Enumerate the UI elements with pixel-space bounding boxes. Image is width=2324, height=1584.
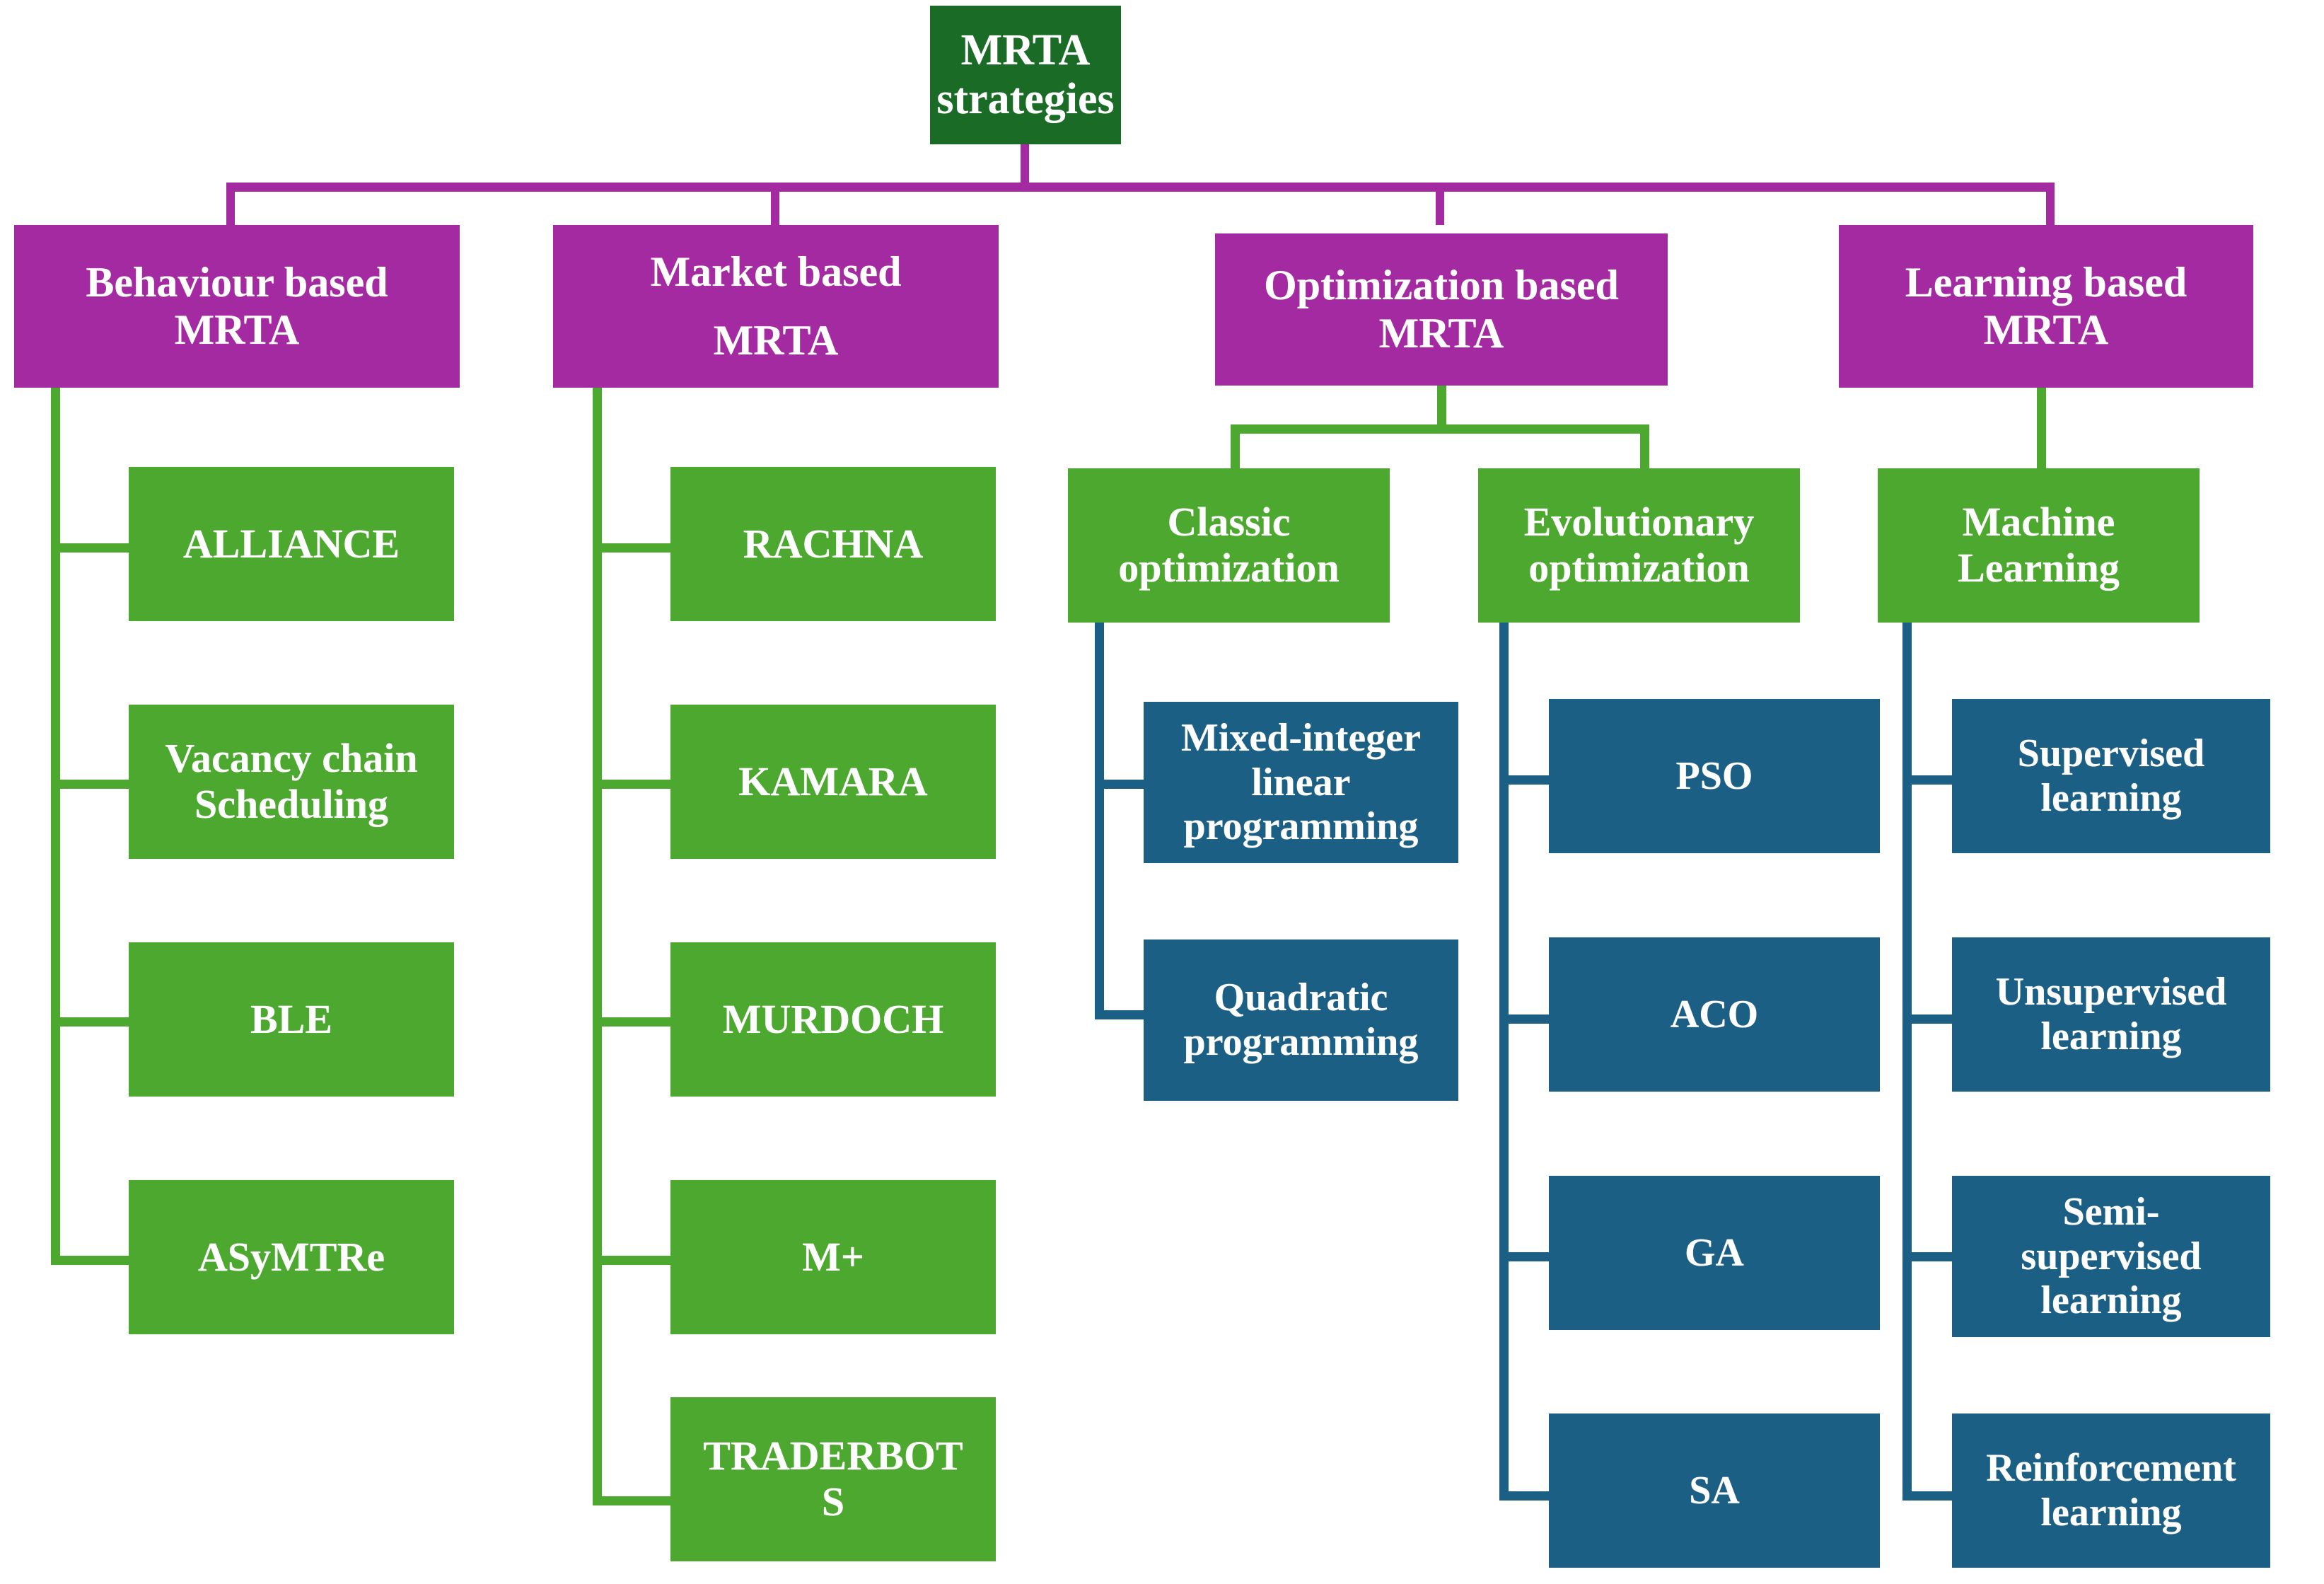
leaf-ble-label: BLE: [250, 995, 333, 1042]
connector-stub-market-4: [593, 1256, 670, 1265]
node-mid-machine-learning[interactable]: Machine Learning: [1878, 468, 2200, 623]
node-leaf-ga[interactable]: GA: [1549, 1176, 1880, 1330]
connector-stub-behaviour-4: [51, 1256, 129, 1265]
unsupervised-line2: learning: [2040, 1014, 2182, 1058]
leaf-kamara-label: KAMARA: [738, 758, 928, 804]
leaf-traderbots-line1: TRADERBOT: [703, 1433, 963, 1479]
classic-optimization-line2: optimization: [1118, 545, 1340, 591]
node-mid-evolutionary-optimization[interactable]: Evolutionary optimization: [1478, 468, 1800, 623]
connector-stub-market-5: [593, 1496, 670, 1505]
category-behaviour-line1: Behaviour based: [86, 258, 388, 306]
node-leaf-aco[interactable]: ACO: [1549, 937, 1880, 1092]
leaf-murdoch-label: MURDOCH: [722, 995, 944, 1042]
connector-drop-market: [771, 183, 779, 225]
node-leaf-m-plus[interactable]: M+: [670, 1180, 996, 1334]
leaf-sa-label: SA: [1689, 1468, 1740, 1513]
connector-stub-market-2: [593, 780, 670, 789]
quadratic-line1: Quadratic: [1214, 976, 1388, 1020]
leaf-ga-label: GA: [1685, 1230, 1744, 1275]
node-mid-classic-optimization[interactable]: Classic optimization: [1068, 468, 1390, 623]
category-learning-line2: MRTA: [1983, 306, 2109, 353]
connector-spine-classic: [1095, 623, 1104, 1019]
node-leaf-pso[interactable]: PSO: [1549, 699, 1880, 853]
evolutionary-optimization-line1: Evolutionary: [1523, 499, 1755, 545]
connector-bracket-optimization: [1231, 424, 1649, 434]
supervised-line1: Supervised: [2017, 732, 2205, 776]
connector-spine-behaviour: [51, 388, 60, 1265]
machine-learning-line2: Learning: [1958, 545, 2120, 591]
connector-stub-behaviour-3: [51, 1017, 129, 1027]
node-leaf-asymtre[interactable]: ASyMTRe: [129, 1180, 454, 1334]
connector-drop-learning: [2046, 183, 2055, 225]
node-leaf-mixed-integer-linear-programming[interactable]: Mixed-integer linear programming: [1144, 702, 1458, 863]
node-root-mrta-strategies[interactable]: MRTA strategies: [930, 6, 1121, 144]
quadratic-line2: programming: [1183, 1020, 1419, 1064]
leaf-vacancy-line2: Scheduling: [194, 781, 388, 827]
connector-spine-evolutionary: [1499, 623, 1509, 1500]
node-category-market-based-mrta[interactable]: Market based MRTA: [553, 225, 999, 388]
leaf-pso-label: PSO: [1675, 753, 1753, 798]
node-leaf-traderbots[interactable]: TRADERBOT S: [670, 1397, 996, 1561]
connector-spine-market: [593, 388, 602, 1505]
connector-drop-machine-learning: [2037, 388, 2046, 468]
reinforcement-line1: Reinforcement: [1986, 1446, 2236, 1491]
evolutionary-optimization-line2: optimization: [1528, 545, 1750, 591]
leaf-traderbots-line2: S: [821, 1479, 845, 1525]
category-optimization-line2: MRTA: [1378, 309, 1504, 357]
node-category-optimization-based-mrta[interactable]: Optimization based MRTA: [1215, 233, 1668, 386]
connector-category-bus: [226, 183, 2055, 192]
connector-drop-optimization-to-bracket: [1437, 386, 1446, 431]
connector-drop-evolutionary: [1640, 424, 1649, 468]
node-leaf-sa[interactable]: SA: [1549, 1414, 1880, 1568]
node-leaf-semi-supervised-learning[interactable]: Semi- supervised learning: [1952, 1176, 2270, 1337]
leaf-aco-label: ACO: [1670, 992, 1759, 1036]
category-behaviour-line2: MRTA: [174, 306, 300, 353]
mixed-integer-line2: linear: [1251, 760, 1351, 804]
category-optimization-line1: Optimization based: [1264, 262, 1619, 309]
reinforcement-line2: learning: [2040, 1491, 2182, 1534]
leaf-rachna-label: RACHNA: [743, 520, 924, 567]
category-learning-line1: Learning based: [1905, 258, 2188, 306]
node-leaf-quadratic-programming[interactable]: Quadratic programming: [1144, 940, 1458, 1101]
connector-drop-optimization: [1436, 183, 1444, 225]
supervised-line2: learning: [2040, 776, 2182, 820]
node-leaf-unsupervised-learning[interactable]: Unsupervised learning: [1952, 937, 2270, 1092]
connector-stub-behaviour-1: [51, 543, 129, 553]
semi-supervised-line1: Semi-: [2062, 1189, 2160, 1234]
connector-spine-machine-learning: [1902, 623, 1912, 1500]
category-market-line2: MRTA: [713, 316, 839, 364]
connector-stub-behaviour-2: [51, 780, 129, 789]
node-leaf-alliance[interactable]: ALLIANCE: [129, 467, 454, 621]
leaf-vacancy-line1: Vacancy chain: [165, 735, 418, 782]
leaf-alliance-label: ALLIANCE: [182, 520, 400, 567]
connector-drop-classic: [1231, 424, 1240, 468]
node-leaf-supervised-learning[interactable]: Supervised learning: [1952, 699, 2270, 853]
node-leaf-rachna[interactable]: RACHNA: [670, 467, 996, 621]
machine-learning-line1: Machine: [1962, 499, 2115, 545]
leaf-m-plus-label: M+: [802, 1233, 864, 1280]
node-leaf-kamara[interactable]: KAMARA: [670, 705, 996, 859]
mixed-integer-line1: Mixed-integer: [1181, 715, 1421, 760]
connector-stub-market-3: [593, 1017, 670, 1027]
node-category-behaviour-based-mrta[interactable]: Behaviour based MRTA: [14, 225, 460, 388]
mixed-integer-line3: programming: [1183, 804, 1419, 849]
node-leaf-murdoch[interactable]: MURDOCH: [670, 942, 996, 1097]
unsupervised-line1: Unsupervised: [1995, 970, 2227, 1014]
semi-supervised-line3: learning: [2040, 1278, 2182, 1323]
node-leaf-reinforcement-learning[interactable]: Reinforcement learning: [1952, 1414, 2270, 1568]
category-market-line1: Market based: [650, 248, 902, 296]
node-root-label: MRTA strategies: [936, 25, 1115, 123]
node-leaf-ble[interactable]: BLE: [129, 942, 454, 1097]
classic-optimization-line1: Classic: [1167, 499, 1291, 545]
connector-drop-behaviour: [226, 183, 235, 225]
node-leaf-vacancy-chain-scheduling[interactable]: Vacancy chain Scheduling: [129, 705, 454, 859]
connector-root-drop: [1021, 144, 1029, 188]
node-category-learning-based-mrta[interactable]: Learning based MRTA: [1839, 225, 2253, 388]
semi-supervised-line2: supervised: [2021, 1234, 2202, 1278]
connector-stub-market-1: [593, 543, 670, 553]
leaf-asymtre-label: ASyMTRe: [197, 1233, 385, 1280]
